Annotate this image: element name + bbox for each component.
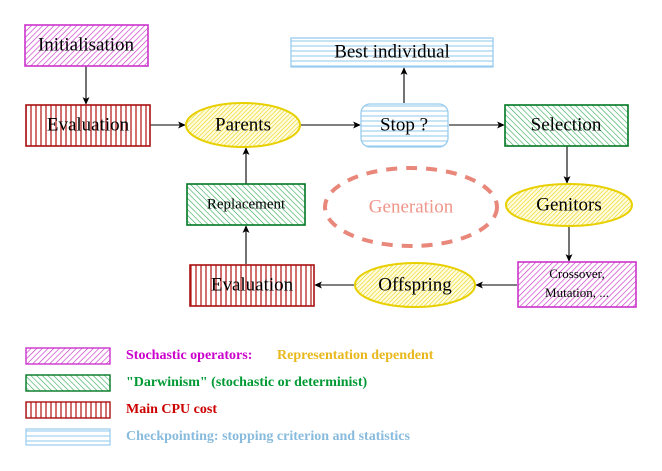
node-stop[interactable]: Stop ? [360,103,449,148]
legend-label-checkpoint: Checkpointing: stopping criterion and st… [126,429,410,444]
node-initialisation[interactable]: Initialisation [24,24,149,67]
offspring-ellipse [354,262,476,308]
legend-swatch-cpu [25,401,111,419]
legend-label-cpu: Main CPU cost [126,402,217,417]
offspring-label: Offspring [378,274,452,295]
node-genitors[interactable]: Genitors [505,183,633,227]
legend-swatch-darwinism [25,374,111,392]
legend-label-stochastic-secondary: Representation dependent [277,348,434,363]
mutation-label: Mutation, ... [545,285,609,300]
legend-item-cpu[interactable]: Main CPU cost [25,401,217,419]
crossover-label: Crossover, [549,266,604,281]
evaluation-top-label: Evaluation [47,114,130,135]
node-evaluation-top[interactable]: Evaluation [25,104,151,147]
generation-ellipse [323,166,499,248]
stop-label: Stop ? [380,114,428,135]
node-offspring[interactable]: Offspring [354,262,476,308]
generation-label: Generation [369,196,454,217]
genitors-label: Genitors [536,194,601,215]
initialisation-label: Initialisation [38,34,135,55]
evaluation-bottom-box [189,264,315,307]
evaluation-top-box [25,104,151,147]
node-replacement[interactable]: Replacement [186,183,306,226]
replacement-label: Replacement [207,196,286,212]
legend-item-darwinism[interactable]: "Darwinism" (stochastic or determinist) [25,374,368,392]
legend-swatch-checkpoint [25,428,111,446]
edge-layer [82,66,573,289]
node-generation[interactable]: Generation [323,166,499,248]
parents-label: Parents [215,114,271,135]
stop-box [360,103,449,148]
best-individual-box [290,37,494,68]
node-crossover-mutation[interactable]: Crossover, Mutation, ... [517,261,637,308]
replacement-box [186,183,306,226]
node-selection[interactable]: Selection [504,104,629,147]
legend-swatch-stochastic [25,347,111,365]
legend-label-stochastic: Stochastic operators: [126,348,252,363]
initialisation-box [24,24,149,67]
selection-box [504,104,629,147]
node-evaluation-bottom[interactable]: Evaluation [189,264,315,307]
legend: Stochastic operators: Representation dep… [25,347,434,446]
parents-ellipse [185,102,301,148]
legend-item-checkpoint[interactable]: Checkpointing: stopping criterion and st… [25,428,410,446]
legend-label-darwinism: "Darwinism" (stochastic or determinist) [126,375,368,390]
evaluation-bottom-label: Evaluation [211,274,294,295]
selection-label: Selection [531,114,602,135]
best-individual-label: Best individual [334,41,450,62]
crossover-mutation-box [517,261,637,308]
node-best-individual[interactable]: Best individual [290,37,494,68]
genitors-ellipse [505,183,633,227]
legend-item-stochastic[interactable]: Stochastic operators: Representation dep… [25,347,434,365]
node-parents[interactable]: Parents [185,102,301,148]
